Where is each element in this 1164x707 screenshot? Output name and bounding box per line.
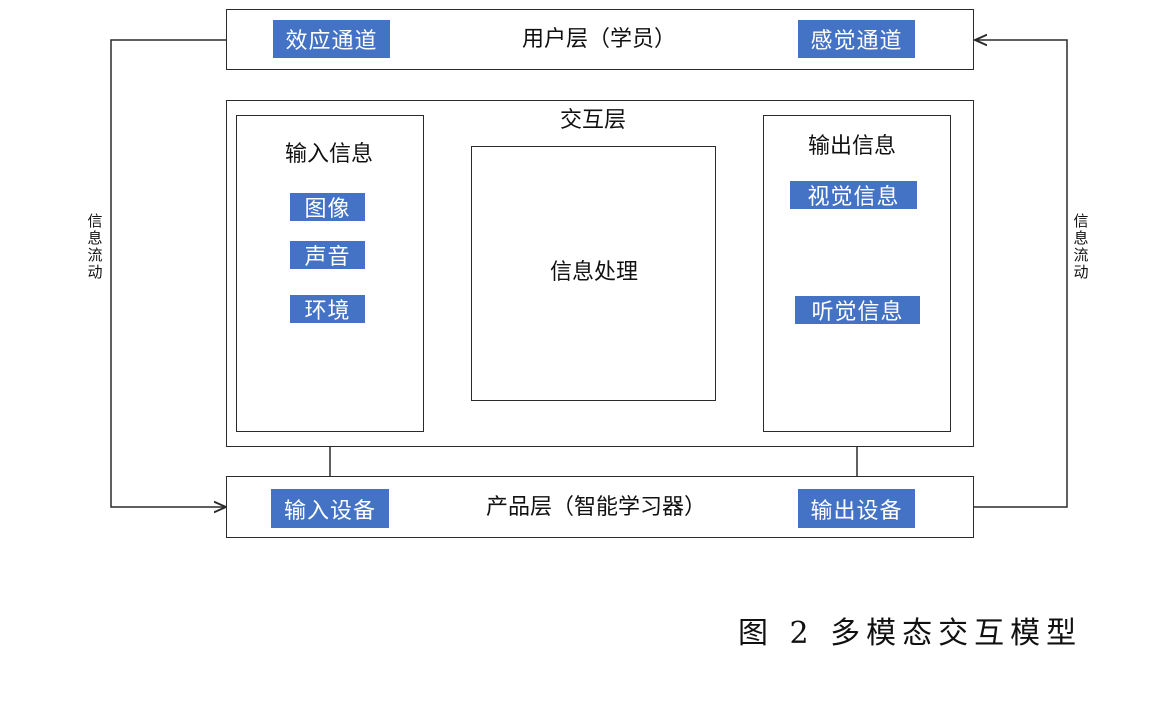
product-layer-title: 产品层（智能学习器）	[486, 495, 707, 520]
visual-info-tag: 视觉信息	[790, 181, 917, 210]
figure-caption: 图 2 多模态交互模型	[738, 616, 1083, 651]
image-tag: 图像	[290, 193, 365, 222]
output-device-tag: 输出设备	[798, 489, 915, 528]
sound-tag: 声音	[290, 241, 365, 270]
input-info-title: 输入信息	[285, 142, 374, 167]
user-layer-title: 用户层（学员）	[522, 27, 677, 52]
auditory-info-tag: 听觉信息	[795, 296, 920, 325]
interaction-layer-title: 交互层	[560, 108, 627, 133]
output-info-panel	[763, 115, 951, 432]
info-processing-panel	[471, 146, 716, 401]
info-processing-title: 信息处理	[550, 260, 639, 285]
left-flow-arrow	[110, 39, 226, 507]
output-info-title: 输出信息	[808, 134, 897, 159]
effector-channel-tag: 效应通道	[273, 20, 390, 58]
right-flow-label: 信息流动	[1073, 212, 1089, 281]
environment-tag: 环境	[290, 295, 365, 324]
sensory-channel-tag: 感觉通道	[798, 20, 915, 58]
input-device-tag: 输入设备	[271, 489, 389, 528]
input-info-panel	[236, 115, 424, 432]
left-flow-label: 信息流动	[87, 212, 103, 281]
right-flow-arrow	[973, 40, 1068, 508]
